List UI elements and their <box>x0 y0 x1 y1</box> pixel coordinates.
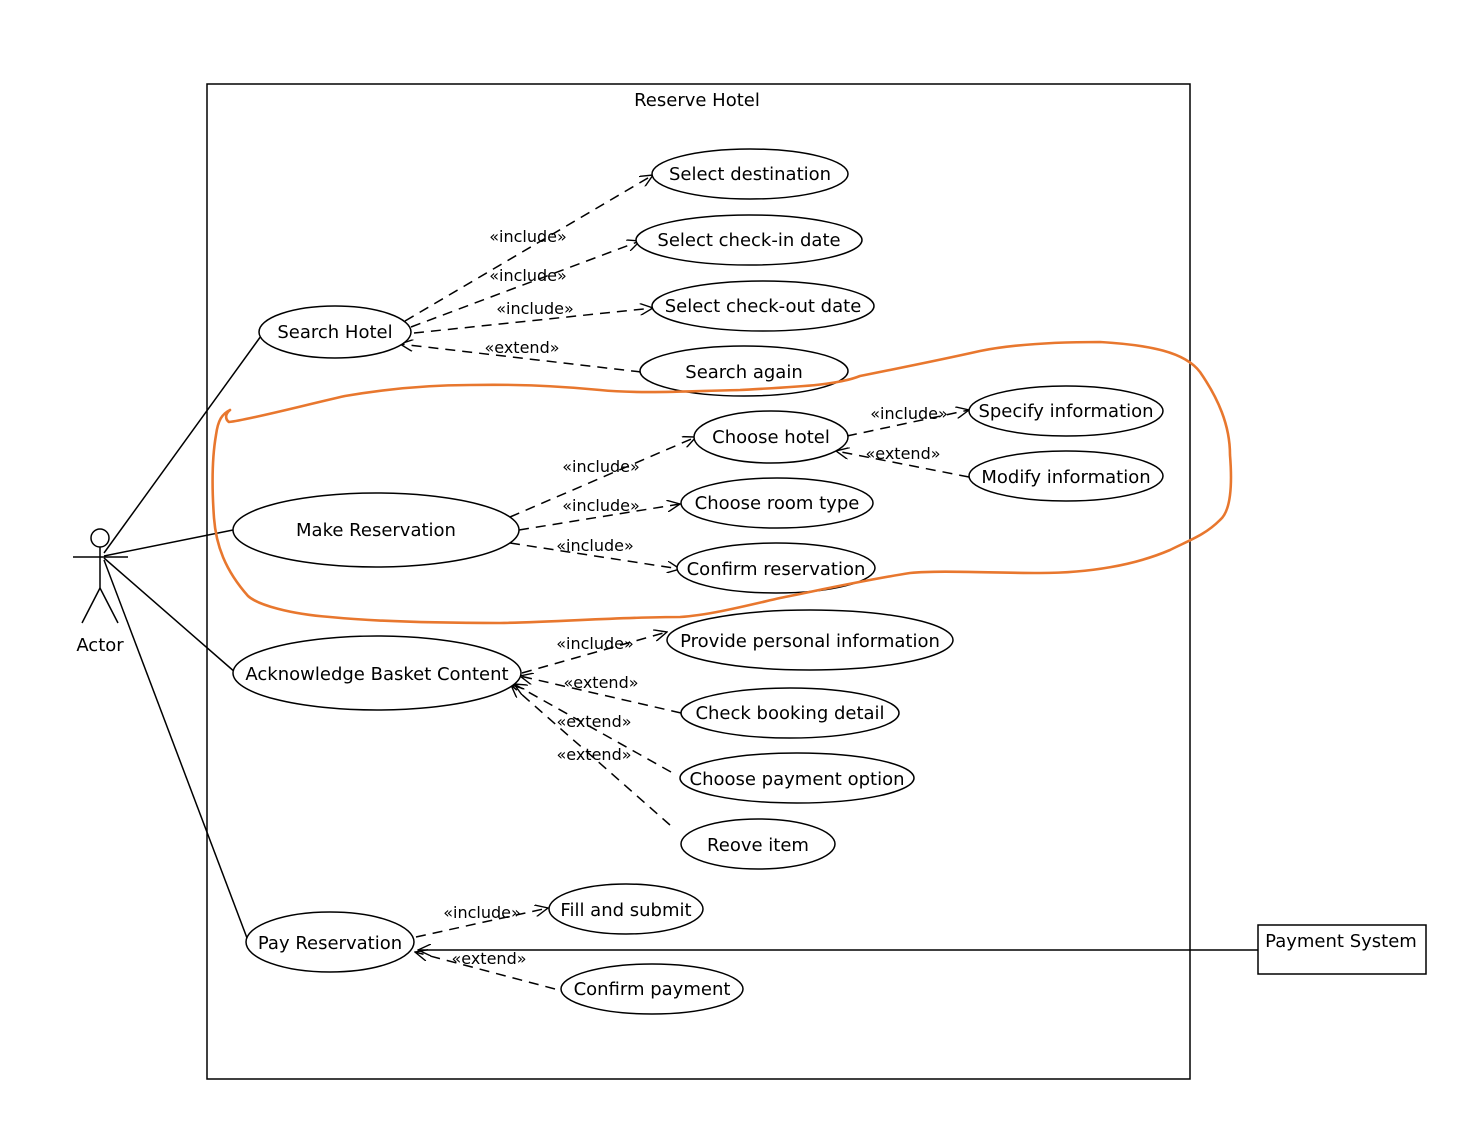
label-search-hotel: Search Hotel <box>277 322 392 343</box>
label-select-checkout: Select check-out date <box>665 296 862 317</box>
actor-label: Actor <box>76 635 124 656</box>
label-choose-room-type: Choose room type <box>695 493 860 514</box>
extend-reove-item <box>511 685 671 826</box>
label-acknowledge-basket: Acknowledge Basket Content <box>245 664 508 685</box>
label-pay-reservation: Pay Reservation <box>258 933 402 954</box>
label-confirm-reservation: Confirm reservation <box>687 559 866 580</box>
actor-right-leg <box>99 587 119 624</box>
stereo-include-choose-hotel: «include» <box>562 457 640 476</box>
include-select-checkin <box>410 241 640 328</box>
label-reove-item: Reove item <box>707 835 809 856</box>
stereo-include-personal: «include» <box>556 634 634 653</box>
label-check-booking-detail: Check booking detail <box>695 703 884 724</box>
use-case-confirm-payment[interactable] <box>560 963 744 1015</box>
use-case-check-booking-detail[interactable] <box>680 687 900 739</box>
use-case-select-destination[interactable] <box>651 148 849 200</box>
payment-system-box[interactable] <box>1257 924 1427 975</box>
stereo-include-specify: «include» <box>870 404 948 423</box>
use-case-make-reservation[interactable] <box>232 492 520 568</box>
use-case-fill-and-submit[interactable] <box>548 883 704 935</box>
extend-modify-information <box>836 451 970 478</box>
use-case-pay-reservation[interactable] <box>245 911 415 973</box>
stereo-extend-confirm-payment: «extend» <box>451 949 526 968</box>
system-title: Reserve Hotel <box>634 90 760 111</box>
include-provide-personal-info <box>521 632 667 674</box>
stereo-extend-modify: «extend» <box>865 444 940 463</box>
association-acknowledge-basket <box>103 557 237 674</box>
use-case-choose-hotel[interactable] <box>693 410 849 464</box>
use-case-acknowledge-basket[interactable] <box>232 635 522 711</box>
extend-check-booking-detail <box>520 676 682 714</box>
use-case-specify-information[interactable] <box>968 385 1164 437</box>
actor-left-leg <box>81 587 101 624</box>
stereo-include-fill-submit: «include» <box>443 903 521 922</box>
stereo-include-checkin: «include» <box>489 266 567 285</box>
label-choose-hotel: Choose hotel <box>712 427 830 448</box>
use-case-search-again[interactable] <box>639 345 849 397</box>
use-case-confirm-reservation[interactable] <box>676 542 876 594</box>
stereo-extend-payment-option: «extend» <box>556 712 631 731</box>
highlight-annotation <box>211 340 1233 625</box>
use-case-search-hotel[interactable] <box>258 305 412 359</box>
use-case-reove-item[interactable] <box>680 818 836 870</box>
stereo-extend-reove: «extend» <box>556 745 631 764</box>
use-case-choose-room-type[interactable] <box>680 477 874 529</box>
extend-search-again <box>400 344 642 373</box>
label-search-again: Search again <box>685 362 802 383</box>
use-case-modify-information[interactable] <box>968 450 1164 502</box>
actor-head <box>90 528 110 548</box>
use-case-select-checkout[interactable] <box>651 280 875 332</box>
label-confirm-payment: Confirm payment <box>574 979 731 1000</box>
payment-system-label: Payment System <box>1265 931 1417 952</box>
include-specify-information <box>846 410 969 437</box>
label-modify-information: Modify information <box>981 467 1150 488</box>
stereo-include-checkout: «include» <box>496 299 574 318</box>
use-case-choose-payment-option[interactable] <box>679 752 915 804</box>
association-search-hotel <box>103 335 262 554</box>
use-case-provide-personal-info[interactable] <box>666 609 954 671</box>
label-fill-and-submit: Fill and submit <box>560 900 691 921</box>
label-provide-personal-info: Provide personal information <box>680 631 940 652</box>
stereo-include-room-type: «include» <box>562 496 640 515</box>
label-choose-payment-option: Choose payment option <box>690 769 905 790</box>
label-select-checkin: Select check-in date <box>657 230 840 251</box>
stereo-include-confirm-res: «include» <box>556 536 634 555</box>
label-specify-information: Specify information <box>978 401 1153 422</box>
label-make-reservation: Make Reservation <box>296 520 456 541</box>
include-confirm-reservation <box>509 542 680 569</box>
system-boundary <box>206 83 1191 1080</box>
association-make-reservation <box>103 529 234 557</box>
label-select-destination: Select destination <box>669 164 831 185</box>
stereo-include-destination: «include» <box>489 227 567 246</box>
stereo-extend-booking: «extend» <box>563 673 638 692</box>
include-select-destination <box>404 175 653 322</box>
actor[interactable]: Actor <box>73 528 128 656</box>
include-fill-and-submit <box>415 908 548 938</box>
include-select-checkout <box>413 308 653 334</box>
extend-choose-payment-option <box>514 684 672 773</box>
extend-confirm-payment <box>415 952 556 990</box>
stereo-extend-search-again: «extend» <box>484 338 559 357</box>
association-pay-reservation <box>103 559 248 939</box>
use-case-select-checkin[interactable] <box>635 214 863 266</box>
